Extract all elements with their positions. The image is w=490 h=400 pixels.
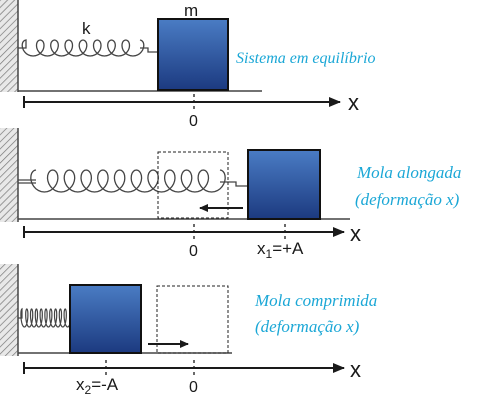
caption-line: (deformação x) [255, 317, 360, 336]
axis-label: x [350, 221, 361, 246]
panel-equilibrium: k m Sistema em equilíbrio 0 x [0, 0, 376, 130]
caption-line: Sistema em equilíbrio [236, 50, 376, 67]
axis-label: x [350, 357, 361, 382]
caption-line: Mola comprimida [254, 291, 377, 310]
spring-hook [140, 47, 158, 53]
mass-block [157, 18, 229, 91]
spring [30, 169, 226, 193]
origin-label: 0 [189, 379, 198, 396]
mass-block [69, 284, 142, 354]
spring-anchor [18, 179, 36, 184]
equilibrium-position-outline [157, 151, 229, 219]
wall-hatch [0, 128, 18, 222]
mass-block [247, 149, 321, 220]
position-label: x1=+A [257, 239, 304, 261]
caption-line: Mola alongada [356, 163, 461, 182]
caption-line: (deformação x) [355, 190, 460, 209]
position-label: x2=-A [76, 375, 119, 397]
spring [18, 307, 72, 328]
panel-compressed: Mola comprimida (deformação x) x2=-A 0 x [0, 264, 377, 397]
spring [18, 39, 145, 57]
axis-label: x [348, 90, 359, 115]
equilibrium-position-outline [156, 285, 229, 354]
wall-hatch [0, 264, 18, 356]
wall-hatch [0, 0, 18, 92]
spring-constant-label: k [82, 19, 91, 38]
mass-label: m [184, 1, 198, 20]
origin-label: 0 [189, 243, 198, 260]
panel-stretched: Mola alongada (deformação x) 0 x1=+A x [0, 128, 461, 261]
origin-label: 0 [189, 113, 198, 130]
